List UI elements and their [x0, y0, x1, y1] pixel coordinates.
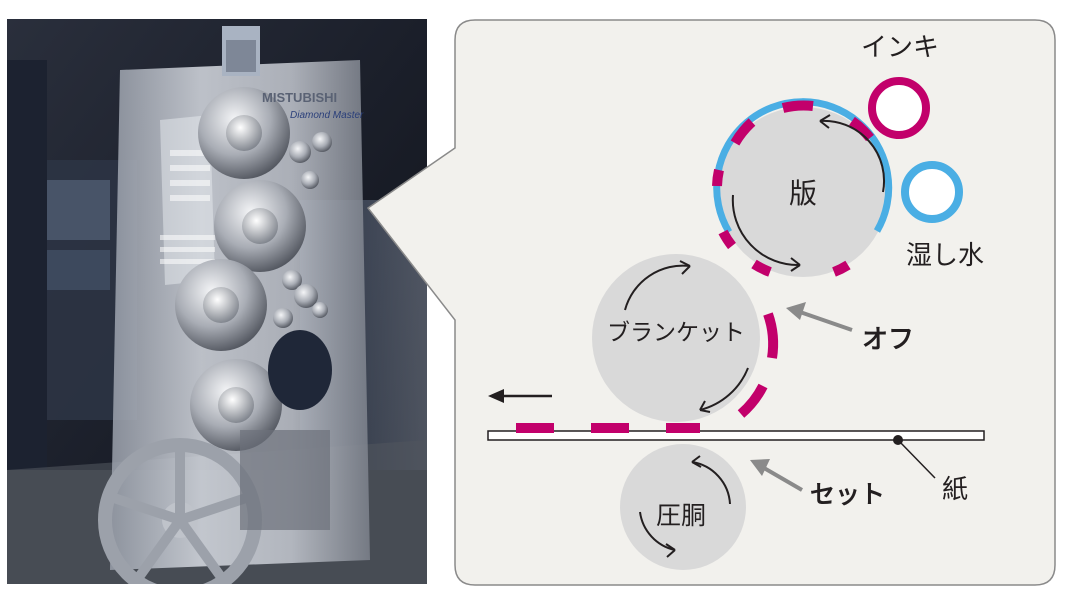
ink-label: インキ	[861, 33, 939, 63]
off-label: オフ	[862, 325, 914, 355]
set-arrow	[750, 459, 770, 476]
paper-label: 紙	[942, 475, 968, 505]
paper-pointer	[897, 439, 936, 479]
brand-text: MISTUBISHI	[262, 90, 337, 105]
impression-cylinder: 圧胴	[620, 444, 746, 570]
press-rollers	[175, 87, 332, 451]
water-roller	[901, 161, 963, 223]
svg-text:Diamond Master: Diamond Master	[290, 110, 364, 121]
paper-sheet	[487, 430, 985, 441]
impression-cylinder-label: 圧胴	[656, 501, 706, 530]
blanket-cylinder: ブランケット	[592, 254, 779, 422]
printing-press-photo: MISTUBISHI Diamond Master	[7, 19, 427, 584]
ink-roller	[868, 77, 930, 139]
plate-label: 版	[789, 177, 817, 210]
printed-ink	[516, 423, 700, 433]
off-arrow	[786, 302, 806, 320]
dampening-water-label: 湿し水	[906, 241, 984, 271]
blanket-label: ブランケット	[607, 320, 745, 346]
set-label: セット	[810, 480, 885, 509]
plate-cylinder: 版	[712, 98, 893, 277]
